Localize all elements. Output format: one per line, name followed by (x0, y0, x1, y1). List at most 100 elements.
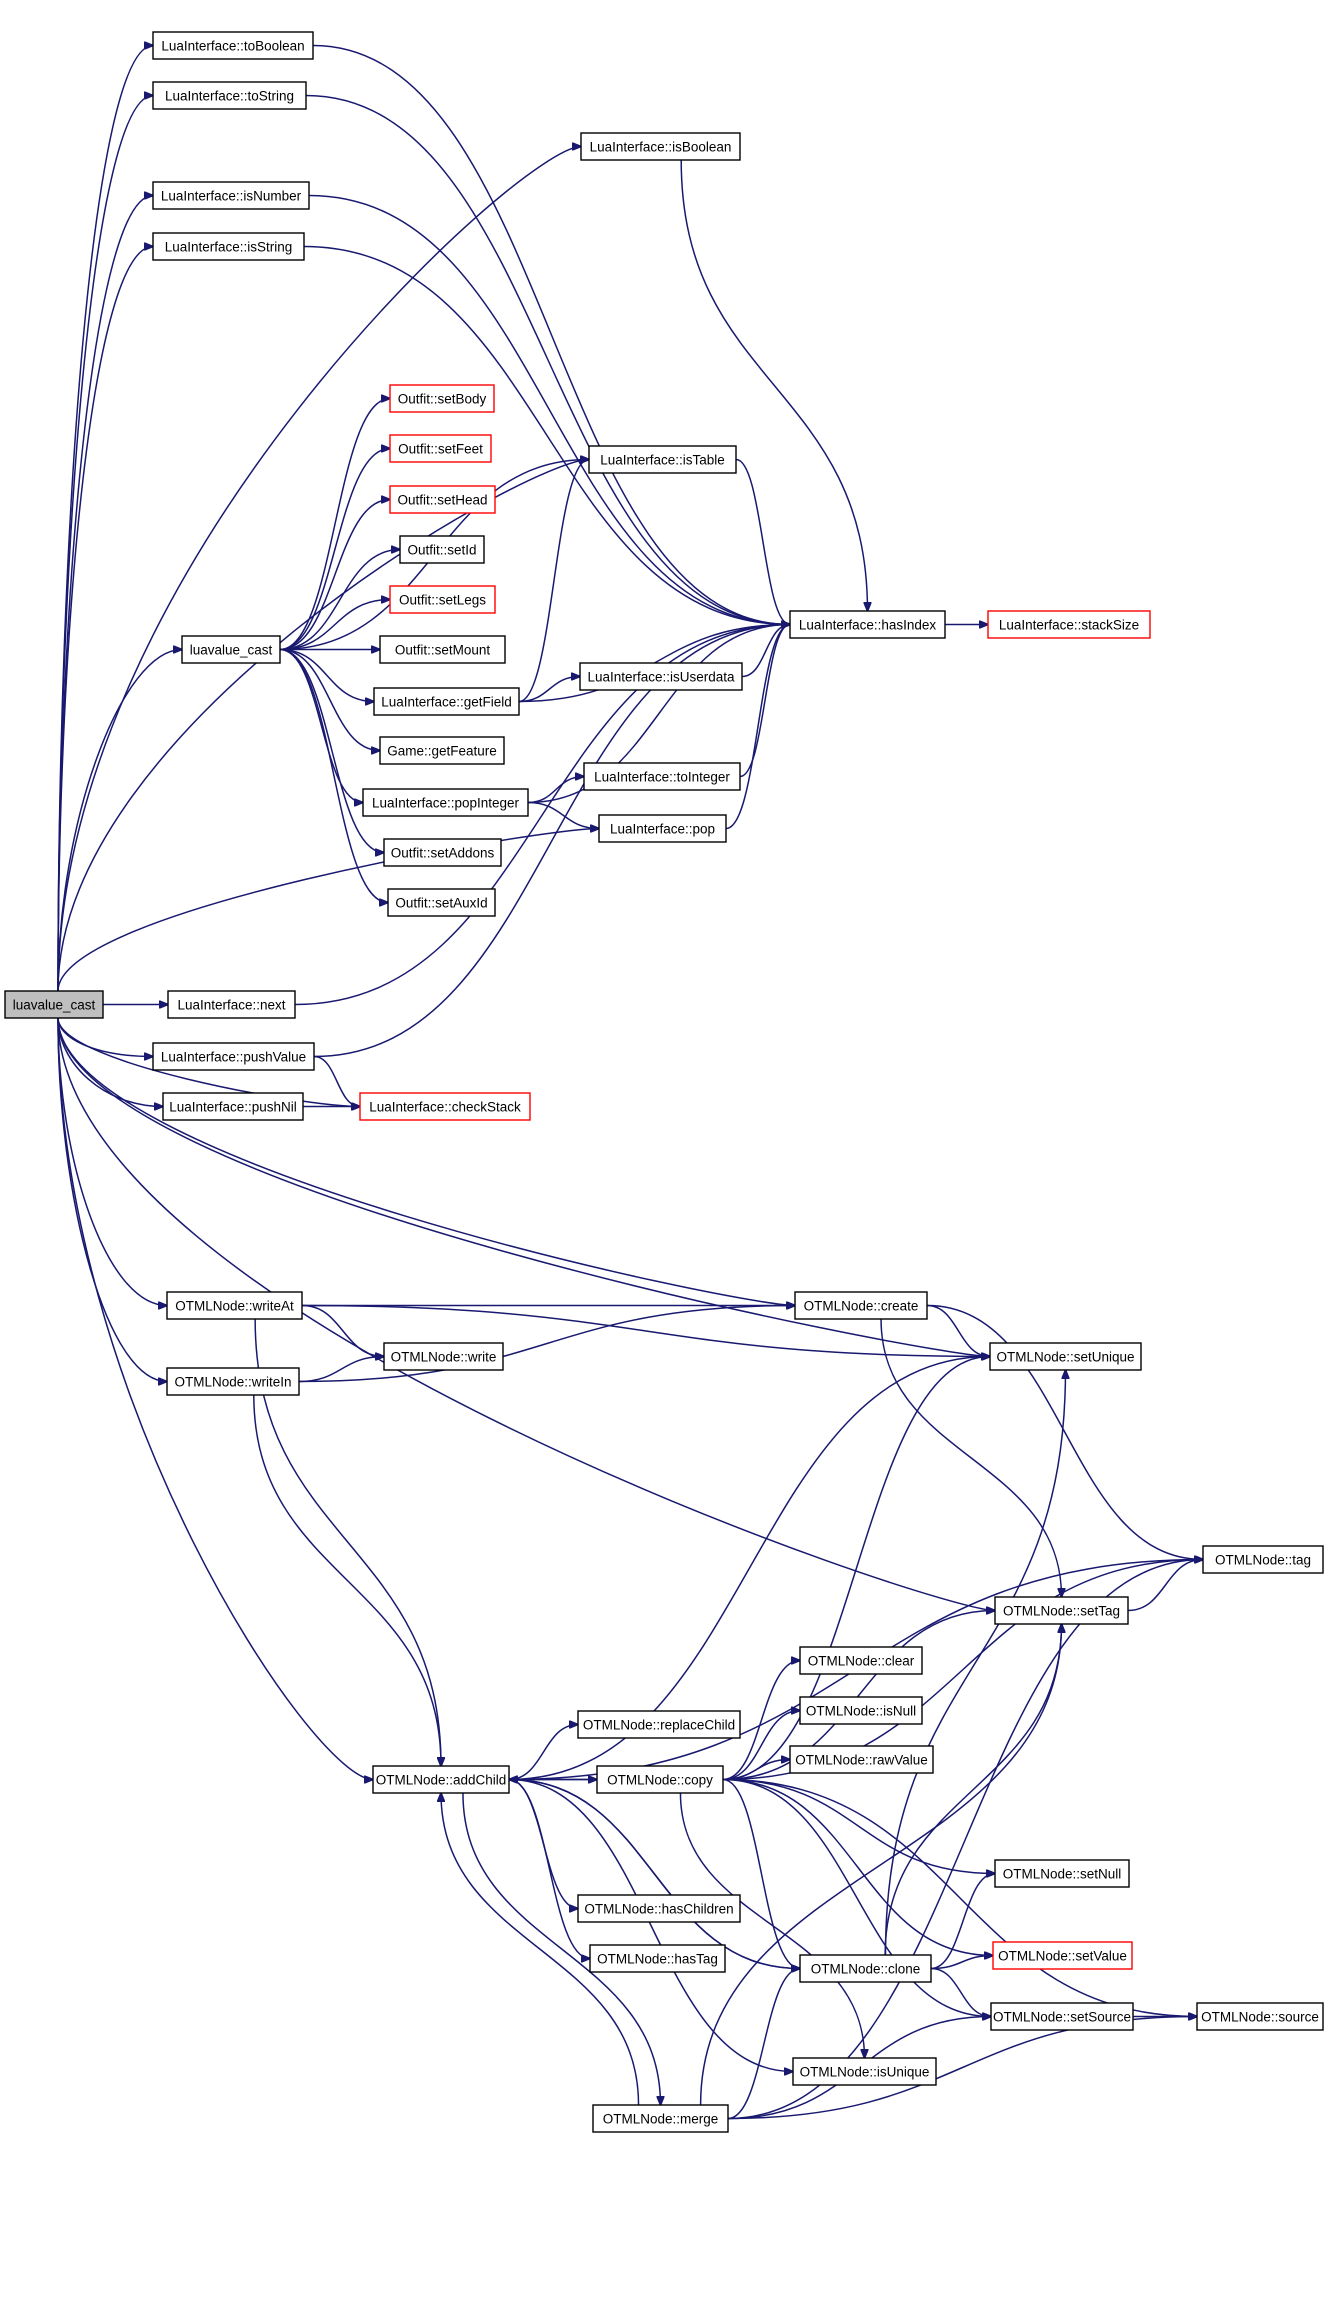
edge-line (722, 1661, 800, 1781)
edge-isNumber-to-hasIndex (308, 194, 790, 625)
node-label: LuaInterface::toBoolean (161, 39, 304, 54)
node-setValue[interactable]: OTMLNode::setValue (992, 1941, 1133, 1970)
node-isBoolean[interactable]: LuaInterface::isBoolean (580, 132, 741, 161)
node-box (989, 1342, 1142, 1371)
node-box (389, 585, 496, 614)
node-setFeet[interactable]: Outfit::setFeet (389, 434, 492, 463)
node-toInteger[interactable]: LuaInterface::toInteger (583, 762, 741, 791)
node-writeAt[interactable]: OTMLNode::writeAt (166, 1291, 303, 1320)
node-merge[interactable]: OTMLNode::merge (592, 2104, 729, 2133)
node-setAddons[interactable]: Outfit::setAddons (383, 838, 502, 867)
edge-line (57, 1017, 360, 1107)
node-label: Outfit::setBody (398, 392, 487, 407)
node-pushValue[interactable]: LuaInterface::pushValue (152, 1042, 315, 1071)
node-label: OTMLNode::writeAt (175, 1299, 294, 1314)
node-addChild[interactable]: OTMLNode::addChild (372, 1765, 510, 1794)
node-popInteger[interactable]: LuaInterface::popInteger (362, 788, 529, 817)
node-isString[interactable]: LuaInterface::isString (152, 232, 305, 261)
node-label: Outfit::setAuxId (395, 896, 487, 911)
edge-lvc2-to-popInteger (279, 648, 363, 803)
node-label: OTMLNode::clone (811, 1962, 921, 1977)
edge-line (518, 460, 589, 703)
node-isUnique[interactable]: OTMLNode::isUnique (792, 2057, 937, 2086)
node-box (379, 736, 505, 765)
node-label: OTMLNode::setNull (1003, 1867, 1122, 1882)
node-label: Outfit::setFeet (398, 442, 483, 457)
edge-line (518, 677, 580, 703)
edge-popInteger-to-hasIndex (527, 625, 790, 804)
node-box (152, 81, 307, 110)
node-setBody[interactable]: Outfit::setBody (389, 384, 495, 413)
node-box (383, 1342, 504, 1371)
edge-line (508, 1725, 578, 1781)
edge-line (735, 458, 790, 625)
node-isTable[interactable]: LuaInterface::isTable (588, 445, 737, 474)
edge-writeIn-to-addChild (253, 1394, 441, 1766)
node-label: OTMLNode::merge (603, 2112, 719, 2127)
node-label: OTMLNode::tag (1215, 1553, 1311, 1568)
node-setHead[interactable]: Outfit::setHead (389, 485, 496, 514)
node-setUnique[interactable]: OTMLNode::setUnique (989, 1342, 1142, 1371)
node-label: OTMLNode::create (804, 1299, 919, 1314)
edge-setTag-to-tag (1127, 1560, 1203, 1612)
node-clear[interactable]: OTMLNode::clear (799, 1646, 923, 1675)
node-clone[interactable]: OTMLNode::clone (799, 1954, 932, 1983)
node-setNull[interactable]: OTMLNode::setNull (994, 1859, 1130, 1888)
edge-line (880, 1318, 1061, 1597)
node-setAuxId[interactable]: Outfit::setAuxId (387, 888, 496, 917)
node-isUserdata[interactable]: LuaInterface::isUserdata (579, 662, 743, 691)
node-label: LuaInterface::isNumber (161, 189, 302, 204)
node-copy[interactable]: OTMLNode::copy (596, 1765, 724, 1794)
node-box (399, 535, 485, 564)
node-writeIn[interactable]: OTMLNode::writeIn (166, 1367, 300, 1396)
node-box (1196, 2002, 1324, 2031)
edge-line (57, 1017, 795, 1306)
node-create[interactable]: OTMLNode::create (794, 1291, 928, 1320)
node-isNull[interactable]: OTMLNode::isNull (799, 1696, 923, 1725)
node-tag[interactable]: OTMLNode::tag (1202, 1545, 1324, 1574)
node-write[interactable]: OTMLNode::write (383, 1342, 504, 1371)
node-toBoolean[interactable]: LuaInterface::toBoolean (152, 31, 314, 60)
node-toString[interactable]: LuaInterface::toString (152, 81, 307, 110)
node-setLegs[interactable]: Outfit::setLegs (389, 585, 496, 614)
node-replaceChild[interactable]: OTMLNode::replaceChild (577, 1710, 741, 1739)
node-hasTag[interactable]: OTMLNode::hasTag (589, 1944, 726, 1973)
node-label: LuaInterface::toInteger (594, 770, 730, 785)
node-rawValue[interactable]: OTMLNode::rawValue (789, 1745, 934, 1774)
node-getFeature[interactable]: Game::getFeature (379, 736, 505, 765)
edge-isString-to-hasIndex (303, 245, 790, 625)
node-label: LuaInterface::popInteger (372, 796, 520, 811)
edge-toString-to-hasIndex (305, 94, 790, 625)
node-box (387, 888, 496, 917)
node-source[interactable]: OTMLNode::source (1196, 2002, 1324, 2031)
edge-pushValue-to-checkStack (313, 1055, 360, 1107)
node-pop[interactable]: LuaInterface::pop (598, 814, 727, 843)
edge-root-to-setUnique (57, 1017, 990, 1357)
edge-root-to-setTag (57, 1017, 995, 1611)
edge-line (722, 1357, 990, 1781)
node-setTag[interactable]: OTMLNode::setTag (994, 1596, 1129, 1625)
node-pushNil[interactable]: LuaInterface::pushNil (162, 1092, 304, 1121)
node-next[interactable]: LuaInterface::next (167, 990, 296, 1019)
node-label: LuaInterface::stackSize (999, 618, 1139, 633)
node-setId[interactable]: Outfit::setId (399, 535, 485, 564)
node-box (994, 1859, 1130, 1888)
node-hasIndex[interactable]: LuaInterface::hasIndex (789, 610, 946, 639)
node-checkStack[interactable]: LuaInterface::checkStack (359, 1092, 531, 1121)
node-box (373, 687, 520, 716)
node-label: LuaInterface::pop (610, 822, 715, 837)
node-setSource[interactable]: OTMLNode::setSource (990, 2002, 1134, 2031)
node-hasChildren[interactable]: OTMLNode::hasChildren (577, 1894, 741, 1923)
node-getField[interactable]: LuaInterface::getField (373, 687, 520, 716)
node-setMount[interactable]: Outfit::setMount (379, 635, 506, 664)
node-stackSize[interactable]: LuaInterface::stackSize (987, 610, 1151, 639)
edge-line (301, 1304, 990, 1357)
edge-line (279, 399, 390, 651)
node-label: OTMLNode::rawValue (795, 1753, 928, 1768)
edge-lvc2-to-setId (279, 550, 400, 651)
edge-next-to-hasIndex (294, 625, 790, 1006)
node-label: Outfit::setMount (395, 643, 491, 658)
edge-line (679, 1792, 864, 2058)
node-isNumber[interactable]: LuaInterface::isNumber (152, 181, 310, 210)
node-lvc2[interactable]: luavalue_cast (181, 635, 281, 664)
